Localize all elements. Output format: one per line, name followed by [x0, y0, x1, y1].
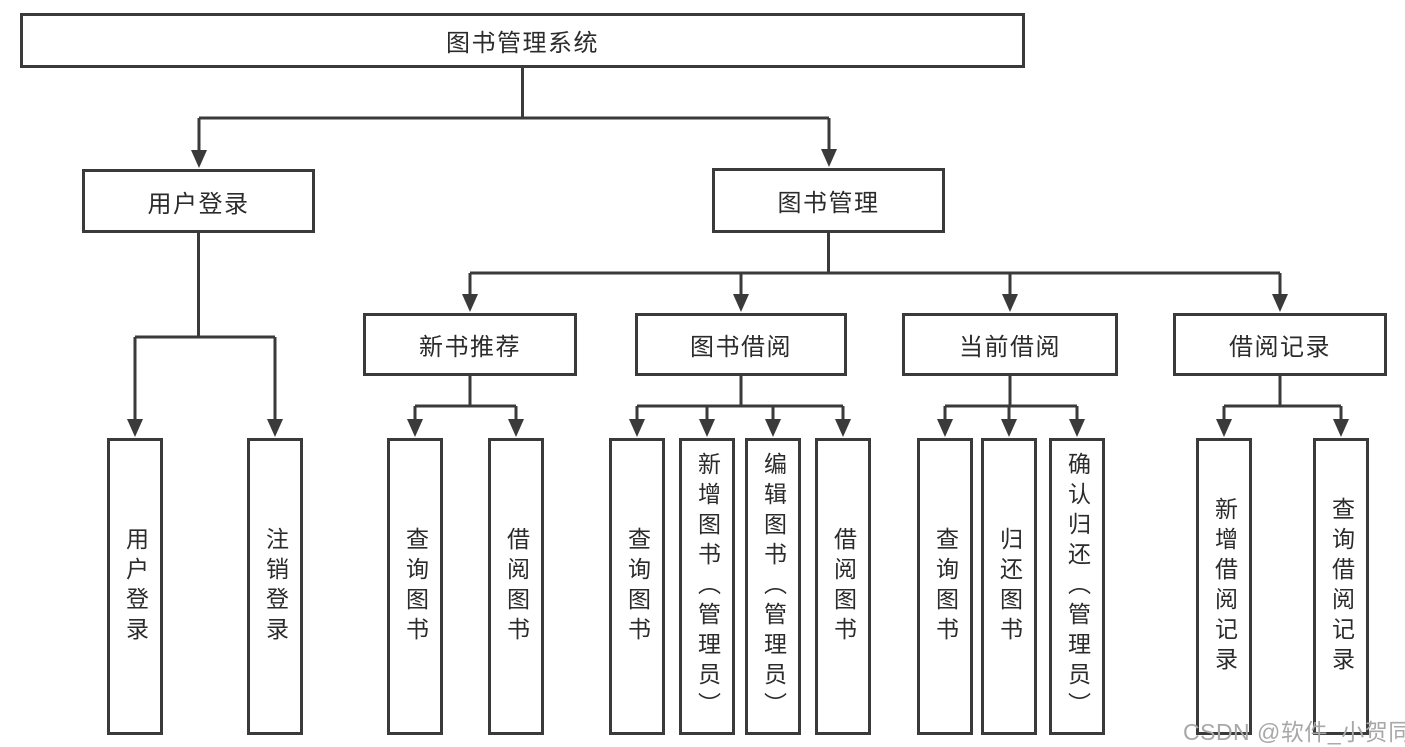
node-label: 查询图书 [932, 526, 959, 647]
node-label: 查询图书 [402, 526, 429, 647]
node-user-login: 用户登录 [82, 169, 315, 233]
leaf-confirm-return-admin: 确认归还（管理员） [1049, 438, 1105, 735]
node-label: 新书推荐 [419, 334, 521, 361]
node-label: 图书借阅 [690, 334, 792, 361]
arrowhead [733, 294, 749, 312]
edge-bookborrow-to-leaves [635, 376, 845, 419]
leaf-query-borrow-record: 查询借阅记录 [1313, 438, 1369, 735]
arrowhead [1333, 419, 1349, 437]
arrowhead [821, 149, 837, 167]
node-current-borrowing: 当前借阅 [902, 313, 1118, 376]
leaf-query-books-current: 查询图书 [917, 438, 973, 735]
csdn-watermark: CSDN @软件_小贺同学 [1183, 719, 1405, 745]
node-label: 当前借阅 [959, 334, 1061, 361]
node-library-management-system: 图书管理系统 [20, 13, 1025, 68]
arrowhead [1002, 294, 1018, 312]
arrowhead [407, 419, 423, 437]
leaf-user-login: 用户登录 [107, 438, 163, 735]
leaf-return-books: 归还图书 [981, 438, 1037, 735]
edge-bookmgmt-to-level2 [468, 233, 1282, 294]
arrowhead [765, 419, 781, 437]
node-label: 查询借阅记录 [1328, 496, 1355, 677]
arrowhead [1216, 419, 1232, 437]
node-label: 图书管理系统 [446, 30, 599, 57]
leaf-edit-books-admin: 编辑图书（管理员） [745, 438, 801, 735]
node-label: 借阅图书 [830, 526, 857, 647]
node-label: 新增图书（管理员） [694, 451, 721, 722]
leaf-borrow-books-newbooks: 借阅图书 [488, 438, 544, 735]
leaf-query-books-borrowing: 查询图书 [609, 438, 665, 735]
edge-curborrow-to-leaves [943, 376, 1079, 419]
leaf-query-books-newbooks: 查询图书 [387, 438, 443, 735]
node-label: 注销登录 [262, 526, 289, 647]
arrowhead [508, 419, 524, 437]
arrowhead [191, 150, 207, 168]
arrowhead [629, 419, 645, 437]
arrowhead [937, 419, 953, 437]
node-label: 借阅记录 [1229, 334, 1331, 361]
edge-root-to-level1 [197, 68, 831, 150]
node-book-borrowing: 图书借阅 [635, 313, 847, 376]
node-new-book-recommendation: 新书推荐 [363, 313, 577, 376]
node-label: 用户登录 [147, 190, 250, 218]
arrowhead [267, 419, 283, 437]
edge-newbooks-to-leaves [413, 376, 518, 419]
node-label: 确认归还（管理员） [1064, 451, 1091, 722]
leaf-add-books-admin: 新增图书（管理员） [679, 438, 735, 735]
arrowhead [699, 419, 715, 437]
node-book-management: 图书管理 [712, 168, 945, 233]
arrowhead [835, 419, 851, 437]
node-label: 用户登录 [122, 526, 149, 647]
node-label: 图书管理 [777, 190, 880, 217]
arrowhead [1272, 294, 1288, 312]
node-label: 借阅图书 [503, 526, 530, 647]
leaf-borrow-books-borrowing: 借阅图书 [815, 438, 871, 735]
arrowhead [1001, 419, 1017, 437]
node-label: 编辑图书（管理员） [760, 451, 787, 722]
edge-userlogin-to-leaves [133, 233, 277, 419]
arrowhead [1069, 419, 1085, 437]
arrowhead [127, 419, 143, 437]
node-label: 归还图书 [996, 526, 1023, 647]
leaf-logout: 注销登录 [247, 438, 303, 735]
leaf-add-borrow-record: 新增借阅记录 [1196, 438, 1252, 735]
node-label: 新增借阅记录 [1211, 496, 1238, 677]
node-borrowing-records: 借阅记录 [1173, 313, 1387, 376]
node-label: 查询图书 [624, 526, 651, 647]
arrowhead [462, 294, 478, 312]
edge-borrowrec-to-leaves [1222, 376, 1343, 419]
